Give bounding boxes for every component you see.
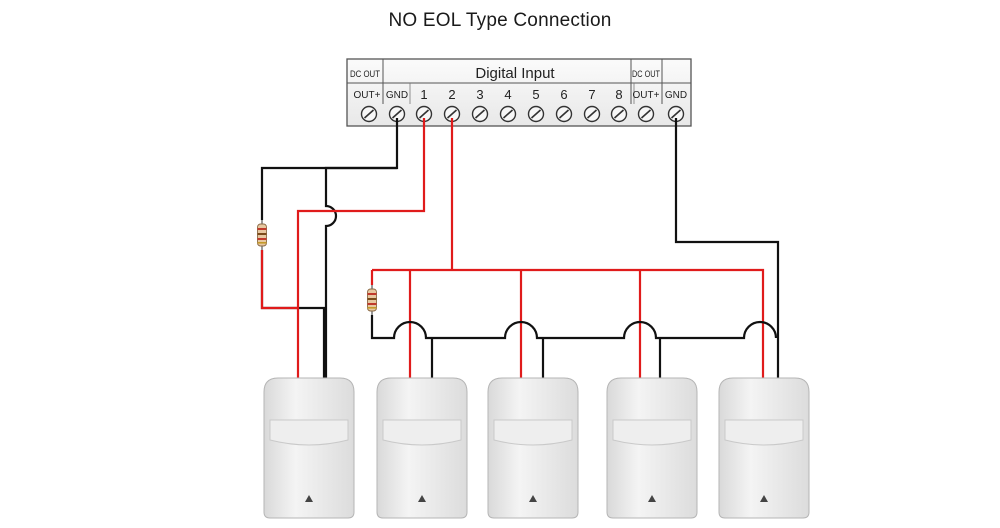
zone1-wire <box>296 118 426 378</box>
screw-terminal <box>667 105 685 123</box>
gnd-wire-drop <box>324 166 397 378</box>
pir-sensor <box>606 377 698 519</box>
screw-terminal <box>583 105 601 123</box>
zone1-eol-link <box>260 250 298 310</box>
screw-terminal <box>471 105 489 123</box>
terminal-label-5: 5 <box>532 87 539 102</box>
sensor-lens <box>382 419 462 446</box>
sensor-lens <box>269 419 349 446</box>
digital-input-label: Digital Input <box>475 65 555 82</box>
terminal-label-2: 2 <box>448 87 455 102</box>
sensor-lens <box>724 419 804 446</box>
terminal-label-gnd-right: GND <box>665 90 687 101</box>
sensor-led-icon <box>529 495 537 502</box>
sensor-led-icon <box>648 495 656 502</box>
terminal-label-1: 1 <box>420 87 427 102</box>
terminal-label-3: 3 <box>476 87 483 102</box>
screw-terminal <box>527 105 545 123</box>
terminal-label-4: 4 <box>504 87 511 102</box>
screw-terminal <box>360 105 378 123</box>
dc-out-right-label: DC OUT <box>632 69 660 80</box>
dc-out-left-label: DC OUT <box>350 69 380 80</box>
pir-sensor <box>487 377 579 519</box>
eol-resistor-left <box>257 220 267 250</box>
terminal-label-8: 8 <box>615 87 622 102</box>
terminal-label-gnd-left: GND <box>386 90 408 101</box>
pir-sensor <box>718 377 810 519</box>
sensor-lens <box>493 419 573 446</box>
terminal-label-out-plus-right: OUT+ <box>633 90 660 101</box>
eol-resistor-right <box>367 285 377 315</box>
screw-terminal <box>610 105 628 123</box>
pir-sensor <box>376 377 468 519</box>
wiring <box>260 118 780 378</box>
screw-terminal <box>555 105 573 123</box>
sensor-led-icon <box>418 495 426 502</box>
screw-terminal <box>499 105 517 123</box>
pir-sensor <box>263 377 355 519</box>
zone2-return-bus <box>370 315 778 340</box>
sensor-lens <box>612 419 692 446</box>
terminal-block: DC OUT Digital Input DC OUT OUT+ GND 1 2… <box>346 58 692 127</box>
terminal-label-7: 7 <box>588 87 595 102</box>
sensor-led-icon <box>760 495 768 502</box>
sensor-group <box>263 377 810 519</box>
zone2-bus <box>372 268 765 378</box>
gnd-wire-sensor1-return <box>260 250 326 378</box>
diagram-title: NO EOL Type Connection <box>388 10 612 31</box>
gnd-wire-right <box>674 118 780 378</box>
terminal-label-6: 6 <box>560 87 567 102</box>
sensor-led-icon <box>305 495 313 502</box>
screw-terminal <box>637 105 655 123</box>
terminal-label-out-plus-left: OUT+ <box>354 90 381 101</box>
